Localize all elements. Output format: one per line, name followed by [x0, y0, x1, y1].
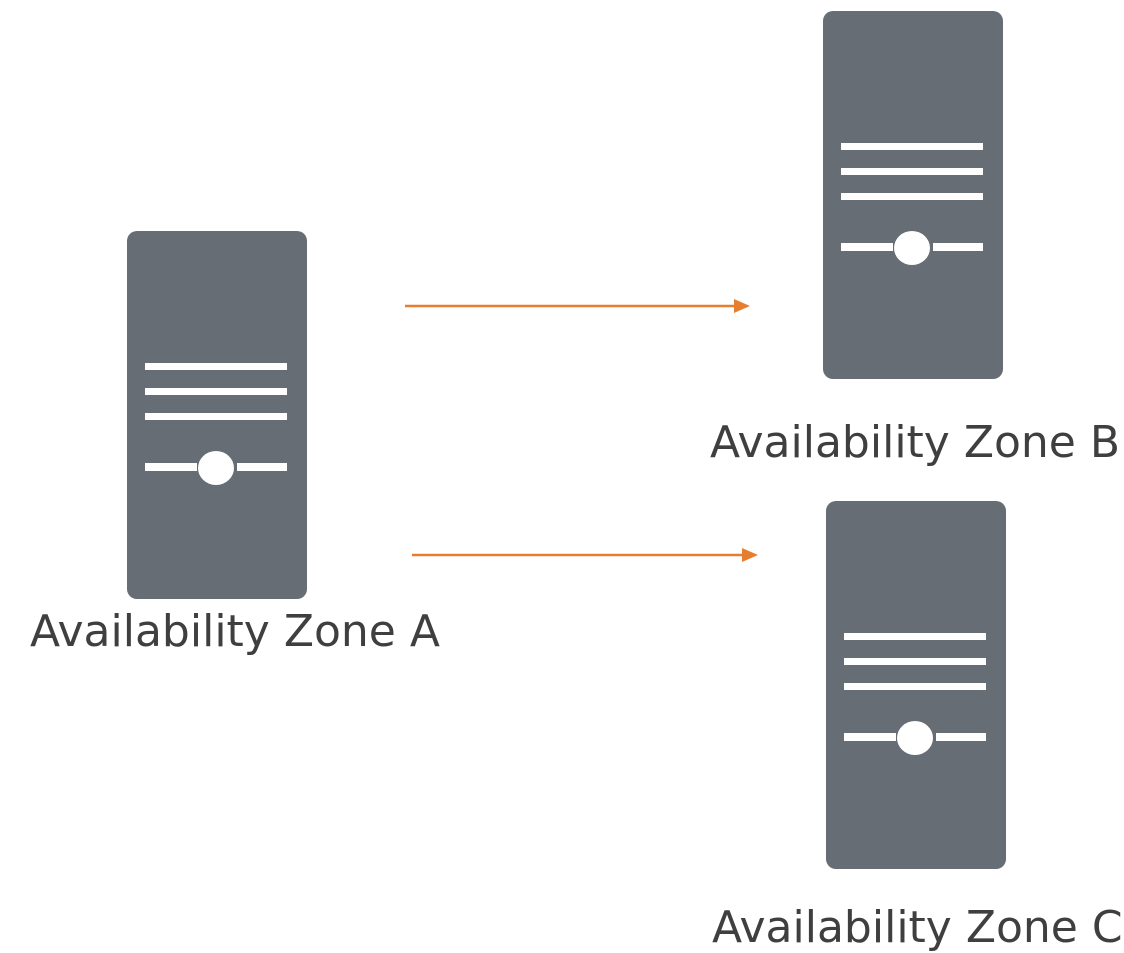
- server-slot-line: [841, 143, 983, 150]
- server-icon: [823, 11, 1003, 379]
- server-slot-line: [145, 388, 287, 395]
- server-slot-line: [844, 683, 986, 690]
- server-slot-line: [841, 168, 983, 175]
- server-slot-line: [145, 363, 287, 370]
- arrow-a-to-c: [412, 548, 758, 562]
- zone-b-label: Availability Zone B: [710, 417, 1121, 468]
- server-slot-line: [841, 193, 983, 200]
- arrow-a-to-b: [405, 299, 750, 313]
- server-indicator-bar: [936, 733, 986, 741]
- server-indicator-knob: [894, 231, 930, 265]
- server-indicator-bar: [844, 733, 896, 741]
- server-indicator-knob: [897, 721, 933, 755]
- server-indicator-bar: [145, 463, 197, 471]
- server-icon: [127, 231, 307, 599]
- server-slot-line: [844, 633, 986, 640]
- zone-a-label: Availability Zone A: [30, 606, 440, 657]
- server-icon: [826, 501, 1006, 869]
- server-indicator-knob: [198, 451, 234, 485]
- zone-c-label: Availability Zone C: [712, 902, 1123, 953]
- server-indicator-bar: [933, 243, 983, 251]
- server-slot-line: [844, 658, 986, 665]
- server-indicator-bar: [841, 243, 893, 251]
- server-indicator-bar: [237, 463, 287, 471]
- server-slot-line: [145, 413, 287, 420]
